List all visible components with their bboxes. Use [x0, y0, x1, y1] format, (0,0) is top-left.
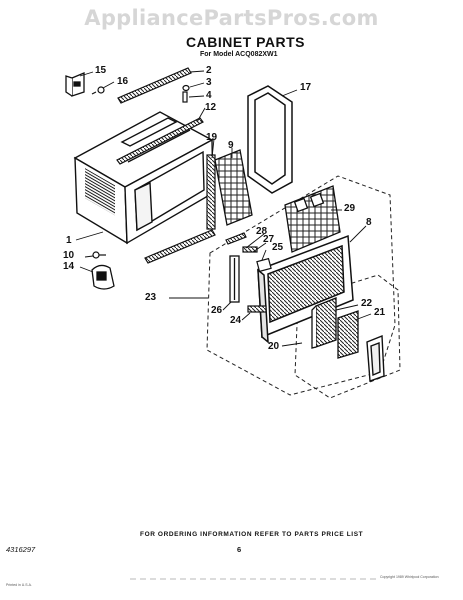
diagram-title: CABINET PARTS: [186, 34, 306, 50]
callout-16: 16: [117, 76, 129, 87]
callout-23: 23: [145, 292, 157, 303]
clip-part-27: [242, 246, 258, 253]
leader-lines: [75, 70, 372, 347]
callout-1: 1: [66, 235, 72, 246]
callout-15: 15: [95, 65, 107, 76]
callout-26: 26: [211, 305, 223, 316]
grille-part-29: [284, 185, 341, 253]
strip-part-28: [225, 232, 247, 245]
callout-19: 19: [206, 132, 218, 143]
diagram-subtitle: For Model ACQ082XW1: [200, 51, 278, 58]
screw-part-16: [91, 86, 105, 95]
callout-22: 22: [361, 298, 373, 309]
callout-17: 17: [300, 82, 312, 93]
callout-3: 3: [206, 77, 212, 88]
insert-part-22: [311, 297, 337, 349]
insulation-part-26: [229, 255, 240, 303]
assembly-outline-part-23: [206, 175, 401, 399]
callout-14: 14: [63, 261, 75, 272]
callout-10: 10: [63, 250, 75, 261]
document-code: 4316297: [6, 545, 36, 554]
callout-9: 9: [228, 140, 234, 151]
callout-24: 24: [230, 315, 242, 326]
bracket-part-15: [65, 72, 85, 97]
motor-part-14: [91, 264, 115, 290]
front-panel-part-8: [257, 234, 354, 344]
callout-25: 25: [272, 242, 284, 253]
cabinet-part-1: [73, 111, 214, 245]
screw-part-3: [182, 84, 190, 92]
callout-27: 27: [263, 234, 275, 245]
pin-part-4: [182, 91, 188, 103]
watermark-text: AppliancePartsPros.com: [84, 6, 379, 30]
rail-part-12: [116, 117, 204, 165]
callout-21: 21: [374, 307, 386, 318]
callout-28: 28: [256, 226, 268, 237]
callout-20: 20: [268, 341, 280, 352]
louver-part-21: [337, 310, 359, 359]
strip-part-24: [247, 305, 267, 313]
callout-29: 29: [344, 203, 356, 214]
knob-part-20: [366, 334, 385, 382]
frame-part-17: [247, 85, 293, 194]
callout-12: 12: [205, 102, 217, 113]
seal-part-19: [206, 154, 216, 230]
knob-part-25: [256, 257, 272, 273]
callout-2: 2: [206, 65, 212, 76]
page-number: 6: [237, 545, 242, 554]
ordering-note: FOR ORDERING INFORMATION REFER TO PARTS …: [140, 531, 364, 538]
bottom-strip: [144, 229, 216, 264]
callout-4: 4: [206, 90, 212, 101]
screw-part-10: [92, 251, 106, 259]
footer-fine-print-right: Copyright 1989 Whirlpool Corporation: [380, 575, 439, 579]
footer-fine-print-left: Printed in U.S.A.: [6, 583, 32, 587]
filter-part-9: [214, 149, 253, 226]
top-strip-part-2: [117, 67, 192, 104]
callout-8: 8: [366, 217, 372, 228]
